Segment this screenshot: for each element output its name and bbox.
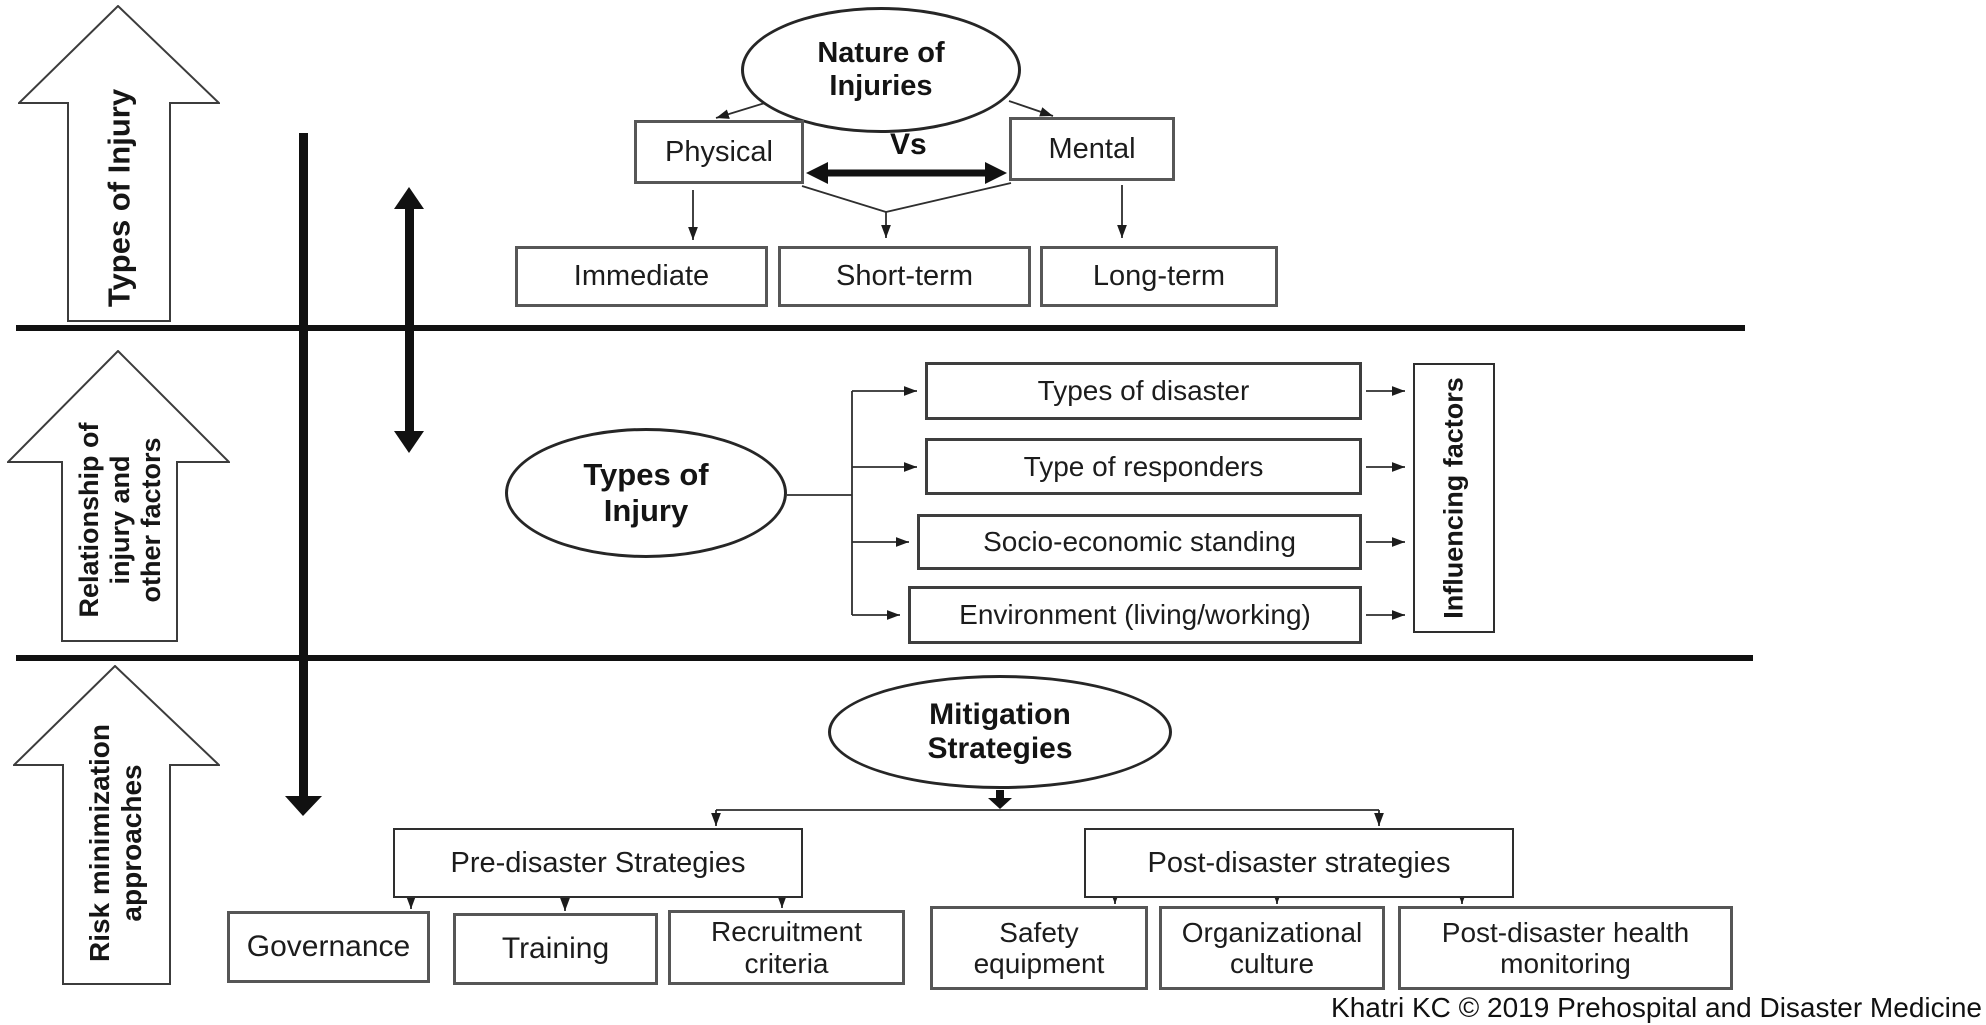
influencing-factors-box <box>1413 363 1495 633</box>
post-disaster-health-monitoring-box: Post-disaster health monitoring <box>1398 906 1733 990</box>
mental-box: Mental <box>1009 117 1175 181</box>
section-dividers <box>16 325 1753 661</box>
safety-equipment-box: Safety equipment <box>930 906 1148 990</box>
short-term-box: Short-term <box>778 246 1031 307</box>
side-arrow-label-relationship: Relationship of injury and other factors <box>73 422 166 618</box>
governance-box: Governance <box>227 911 430 983</box>
type-of-responders-box: Type of responders <box>925 438 1362 495</box>
up-block-arrow-icon <box>18 5 220 322</box>
socio-economic-standing-box: Socio-economic standing <box>917 514 1362 570</box>
band1-connectors <box>688 100 1127 240</box>
pre-disaster-strategies-box: Pre-disaster Strategies <box>393 828 803 898</box>
side-arrow-label-risk-minimization: Risk minimization approaches <box>84 723 147 963</box>
band3-connectors <box>406 790 1467 911</box>
types-of-disaster-box: Types of disaster <box>925 362 1362 420</box>
nature-of-injuries-ellipse: Nature of Injuries <box>741 7 1021 133</box>
post-disaster-strategies-box: Post-disaster strategies <box>1084 828 1514 898</box>
physical-box: Physical <box>634 120 804 184</box>
double-headed-vertical-arrow <box>394 187 424 453</box>
side-arrow-label-types-of-injury: Types of Injury <box>101 88 137 308</box>
organizational-culture-box: Organizational culture <box>1159 906 1385 990</box>
up-block-arrow-icon <box>7 350 230 642</box>
mitigation-strategies-ellipse: Mitigation Strategies <box>828 675 1172 789</box>
up-block-arrow-icon <box>13 665 220 985</box>
copyright-credit: Khatri KC © 2019 Prehospital and Disaste… <box>1331 992 1982 1023</box>
training-box: Training <box>453 913 658 985</box>
long-term-box: Long-term <box>1040 246 1278 307</box>
band2-connectors <box>787 386 1405 620</box>
recruitment-criteria-box: Recruitment criteria <box>668 910 905 985</box>
environment-box: Environment (living/working) <box>908 586 1362 644</box>
vs-double-arrow <box>806 162 1007 184</box>
types-of-injury-ellipse: Types of Injury <box>505 428 787 558</box>
thick-vertical-arrow <box>285 133 322 816</box>
immediate-box: Immediate <box>515 246 768 307</box>
influencing-factors-label: Influencing factors <box>1438 377 1469 619</box>
vs-label: Vs <box>890 128 927 161</box>
